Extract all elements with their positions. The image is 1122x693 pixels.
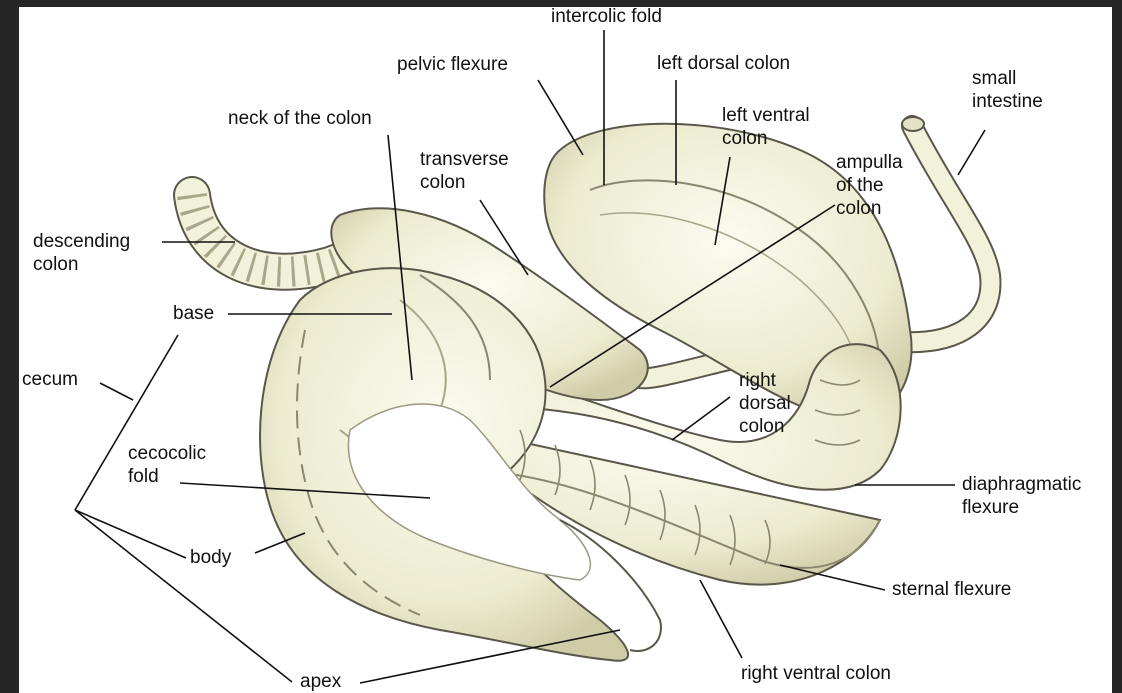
label-ampulla-of-the-colon: ampulla of the colon: [836, 151, 903, 220]
label-diaphragmatic-flexure: diaphragmatic flexure: [962, 473, 1081, 519]
label-sternal-flexure: sternal flexure: [892, 578, 1011, 601]
leader-cecum: [100, 383, 133, 400]
label-neck-of-the-colon: neck of the colon: [228, 107, 372, 130]
leader-pelvic-flexure: [538, 80, 583, 155]
label-left-ventral-colon: left ventral colon: [722, 104, 810, 150]
label-pelvic-flexure: pelvic flexure: [397, 53, 508, 76]
label-body: body: [190, 546, 231, 569]
label-right-dorsal-colon: right dorsal colon: [739, 369, 791, 438]
leader-cecum-to-body: [75, 510, 186, 558]
label-intercolic-fold: intercolic fold: [551, 5, 662, 28]
leader-small-intestine: [958, 130, 985, 175]
label-descending-colon: descending colon: [33, 230, 130, 276]
leader-cecum-to-apex: [75, 510, 292, 682]
leader-right-dorsal-colon: [672, 397, 730, 440]
label-small-intestine: small intestine: [972, 67, 1043, 113]
label-right-ventral-colon: right ventral colon: [741, 662, 891, 685]
label-left-dorsal-colon: left dorsal colon: [657, 52, 790, 75]
label-transverse-colon: transverse colon: [420, 148, 509, 194]
leader-right-ventral-colon: [700, 580, 742, 658]
label-base: base: [173, 302, 214, 325]
label-cecocolic-fold: cecocolic fold: [128, 442, 206, 488]
label-apex: apex: [300, 670, 341, 693]
label-cecum: cecum: [22, 368, 78, 391]
